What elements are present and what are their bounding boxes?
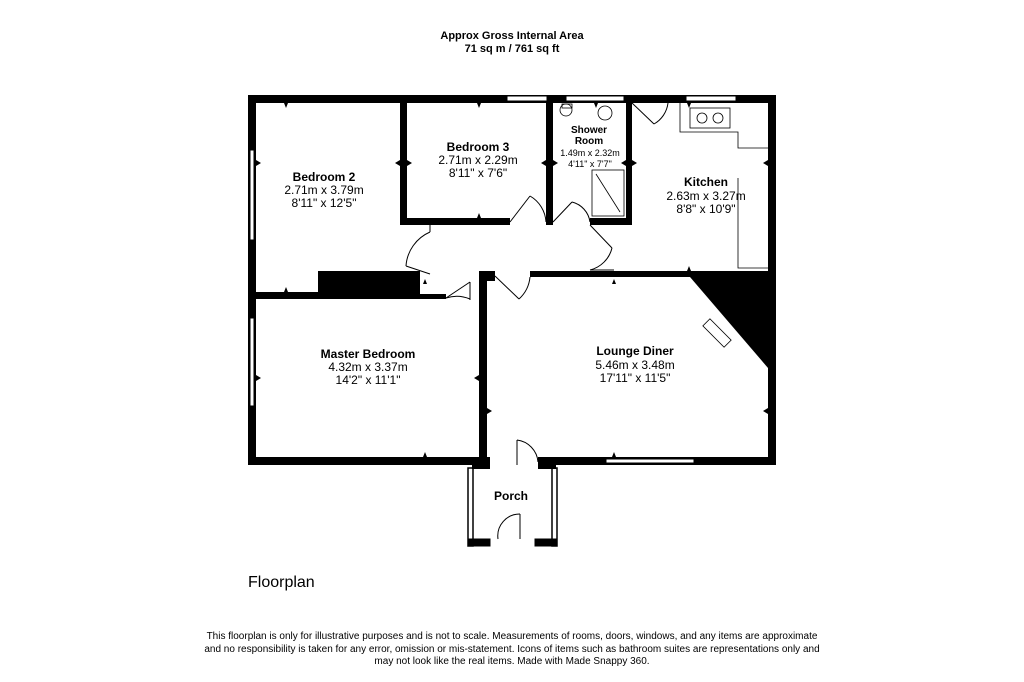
room-lounge-diner: Lounge Diner 5.46m x 3.48m 17'11" x 11'5… bbox=[595, 344, 674, 385]
room-master-bedroom: Master Bedroom 4.32m x 3.37m 14'2" x 11'… bbox=[321, 347, 416, 387]
kitchen-metric: 2.63m x 3.27m bbox=[666, 189, 745, 203]
master-metric: 4.32m x 3.37m bbox=[328, 360, 407, 374]
floorplan-caption: Floorplan bbox=[248, 574, 315, 591]
area-header: Approx Gross Internal Area 71 sq m / 761… bbox=[0, 30, 1024, 56]
master-name: Master Bedroom bbox=[321, 347, 416, 361]
disclaimer-line-3: may not look like the real items. Made w… bbox=[374, 656, 650, 667]
lounge-imperial: 17'11" x 11'5" bbox=[600, 371, 671, 385]
shower-name-1: Shower bbox=[571, 125, 607, 136]
porch-structure bbox=[467, 467, 558, 547]
disclaimer: This floorplan is only for illustrative … bbox=[192, 631, 832, 669]
fixtures bbox=[559, 103, 768, 348]
room-shower: Shower Room 1.49m x 2.32m 4'11" x 7'7" bbox=[560, 125, 620, 169]
room-bedroom-3: Bedroom 3 2.71m x 2.29m 8'11" x 7'6" bbox=[438, 140, 517, 180]
door-swings bbox=[405, 102, 669, 540]
shower-name-2: Room bbox=[575, 136, 603, 147]
kitchen-name: Kitchen bbox=[684, 175, 728, 189]
disclaimer-line-2: and no responsibility is taken for any e… bbox=[204, 643, 820, 655]
bedroom2-imperial: 8'11" x 12'5" bbox=[292, 196, 357, 210]
lounge-metric: 5.46m x 3.48m bbox=[595, 358, 674, 372]
bedroom3-name: Bedroom 3 bbox=[447, 140, 510, 154]
lounge-name: Lounge Diner bbox=[596, 344, 674, 358]
bedroom3-imperial: 8'11" x 7'6" bbox=[449, 166, 507, 180]
windows bbox=[249, 95, 737, 464]
master-imperial: 14'2" x 11'1" bbox=[336, 373, 401, 387]
area-value: 71 sq m / 761 sq ft bbox=[464, 43, 560, 55]
bedroom3-metric: 2.71m x 2.29m bbox=[438, 153, 517, 167]
disclaimer-line-1: This floorplan is only for illustrative … bbox=[206, 631, 818, 642]
measure-markers bbox=[256, 103, 768, 457]
shower-imperial: 4'11" x 7'7" bbox=[568, 159, 612, 169]
room-porch: Porch bbox=[494, 489, 528, 503]
room-bedroom-2: Bedroom 2 2.71m x 3.79m 8'11" x 12'5" bbox=[284, 170, 363, 210]
room-kitchen: Kitchen 2.63m x 3.27m 8'8" x 10'9" bbox=[666, 175, 745, 216]
area-title: Approx Gross Internal Area bbox=[440, 30, 584, 42]
shower-metric: 1.49m x 2.32m bbox=[560, 148, 620, 158]
bedroom2-name: Bedroom 2 bbox=[293, 170, 356, 184]
kitchen-imperial: 8'8" x 10'9" bbox=[676, 202, 735, 216]
bedroom2-metric: 2.71m x 3.79m bbox=[284, 183, 363, 197]
walls bbox=[248, 95, 776, 469]
porch-name: Porch bbox=[494, 489, 528, 503]
